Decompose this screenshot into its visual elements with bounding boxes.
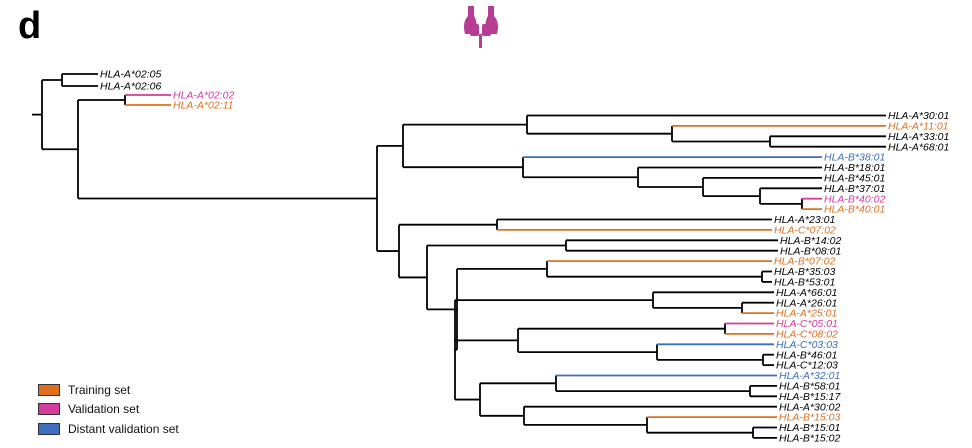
thymus-organ-icon-part: [479, 34, 482, 48]
leaf-label: HLA-B*15:01: [779, 422, 840, 434]
thymus-organ-icon-part: [470, 24, 479, 36]
leaf-label: HLA-A*02:05: [100, 69, 161, 81]
legend-label-distant: Distant validation set: [68, 421, 179, 436]
leaf-label: HLA-B*38:01: [824, 152, 885, 164]
leaf-label: HLA-A*23:01: [774, 214, 835, 226]
leaf-label: HLA-B*15:03: [779, 412, 840, 424]
leaf-label: HLA-A*66:01: [776, 287, 837, 299]
leaf-label: HLA-B*46:01: [776, 349, 837, 361]
leaf-label: HLA-A*25:01: [776, 308, 837, 320]
leaf-label: HLA-A*11:01: [888, 121, 949, 133]
leaf-label: HLA-A*33:01: [888, 131, 949, 143]
leaf-label: HLA-C*07:02: [774, 225, 836, 237]
legend-swatch-validation: [38, 403, 60, 416]
legend-label-training: Training set: [68, 382, 131, 397]
leaf-label: HLA-A*26:01: [776, 297, 837, 309]
leaf-label: HLA-C*12:03: [776, 360, 838, 372]
legend: Training set Validation set Distant vali…: [38, 380, 179, 439]
leaf-label: HLA-C*05:01: [776, 318, 838, 330]
leaf-label: HLA-B*08:01: [780, 245, 841, 257]
leaf-label: HLA-B*18:01: [824, 162, 885, 174]
leaf-label: HLA-C*08:02: [776, 329, 838, 341]
legend-swatch-distant: [38, 422, 60, 435]
leaf-label: HLA-A*30:02: [779, 401, 840, 413]
legend-swatch-training: [38, 383, 60, 396]
legend-item-distant: Distant validation set: [38, 419, 179, 439]
thymus-organ-icon-part: [482, 24, 491, 36]
leaf-label: HLA-B*14:02: [780, 235, 841, 247]
leaf-label: HLA-A*30:01: [888, 110, 949, 122]
leaf-label: HLA-B*40:01: [824, 204, 885, 216]
leaf-label: HLA-B*37:01: [824, 183, 885, 195]
leaf-label: HLA-B*53:01: [774, 277, 835, 289]
leaf-label: HLA-B*15:17: [779, 391, 841, 403]
legend-item-validation: Validation set: [38, 400, 179, 420]
leaf-label: HLA-A*32:01: [779, 370, 840, 382]
leaf-label: HLA-A*02:06: [100, 81, 161, 93]
panel-letter: d: [18, 5, 42, 47]
leaf-label: HLA-B*58:01: [779, 381, 840, 393]
leaf-label: HLA-B*35:03: [774, 266, 835, 278]
leaf-label: HLA-B*40:02: [824, 193, 885, 205]
leaf-label: HLA-B*45:01: [824, 173, 885, 185]
leaf-label: HLA-A*02:02: [173, 90, 234, 102]
thymus-organ-icon: [464, 6, 498, 48]
leaf-label: HLA-C*03:03: [776, 339, 838, 351]
leaf-label: HLA-A*68:01: [888, 141, 949, 153]
leaf-label: HLA-B*07:02: [774, 256, 835, 268]
legend-label-validation: Validation set: [68, 402, 140, 417]
leaf-label: HLA-A*02:11: [173, 100, 234, 112]
legend-item-training: Training set: [38, 380, 179, 400]
leaf-label: HLA-B*15:02: [779, 433, 840, 445]
